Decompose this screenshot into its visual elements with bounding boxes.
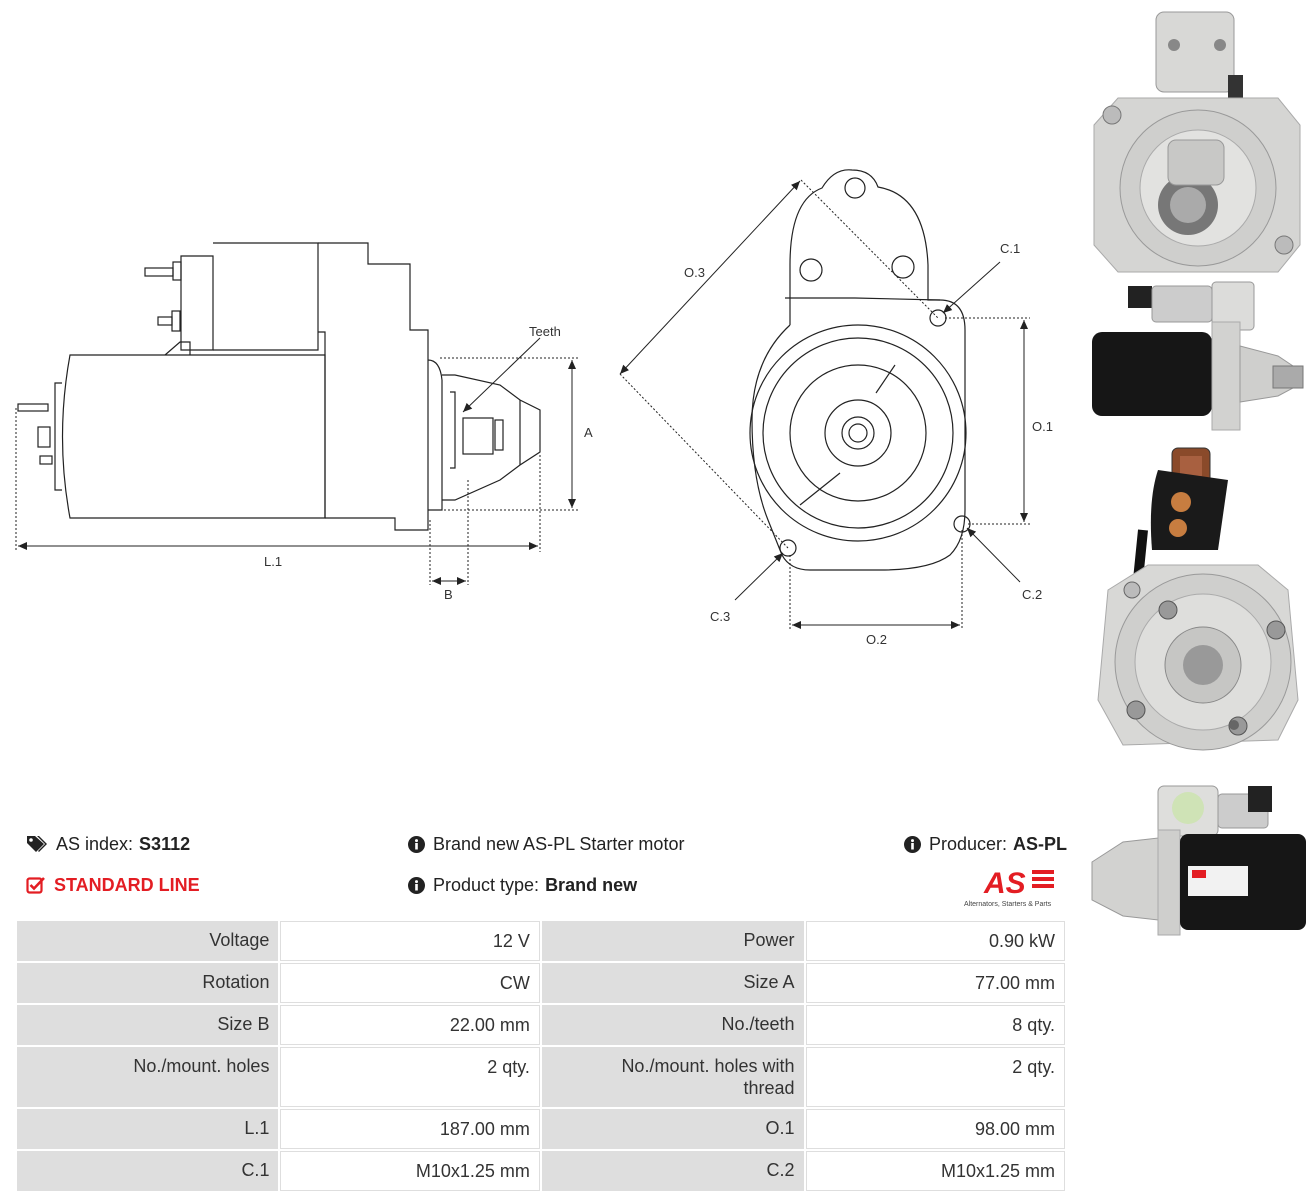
spec-value: 187.00 mm [280,1109,540,1149]
label-c3: C.3 [710,609,730,624]
spec-value: 12 V [280,921,540,961]
spec-key: Voltage [17,921,279,961]
product-photo-front-top [1093,11,1301,273]
as-index-label: AS index: [56,833,134,854]
spec-key: No./mount. holes [17,1047,279,1107]
side-dimensions [15,337,578,585]
product-type-label: Product type: [433,874,540,895]
spec-value: CW [280,963,540,1003]
logo-tagline: Alternators, Starters & Parts [964,901,1052,908]
spec-value: M10x1.25 mm [280,1151,540,1191]
product-photo-side [1092,281,1304,431]
side-view [17,242,541,531]
producer-label: Producer: [928,833,1007,854]
info-icon [408,835,425,853]
product-type-row: Product type: Brand new [408,873,637,897]
spec-key: No./mount. holes with thread [541,1047,804,1107]
as-index-value: S3112 [139,833,191,854]
spec-value: 2 qty. [805,1047,1065,1107]
label-c1: C.1 [1000,241,1020,256]
info-icon [408,876,425,894]
producer-row: Producer: AS-PL [903,832,1067,856]
producer-value: AS-PL [1013,833,1067,854]
label-o2: O.2 [866,632,887,647]
product-type-value: Brand new [545,874,638,895]
spec-key: Size A [541,963,804,1003]
label-o1: O.1 [1032,419,1053,434]
standard-line-label: STANDARD LINE [54,874,200,895]
standard-line-row: STANDARD LINE [26,873,200,897]
info-icon [903,835,921,853]
spec-key: C.1 [17,1151,279,1191]
spec-value: 2 qty. [280,1047,540,1107]
brand-text: Brand new AS-PL Starter motor [433,833,685,854]
spec-value: 77.00 mm [805,963,1065,1003]
spec-value: 22.00 mm [280,1005,540,1045]
spec-value: M10x1.25 mm [805,1151,1065,1191]
spec-key: O.1 [541,1109,804,1149]
spec-value: 8 qty. [805,1005,1065,1045]
spec-key: Power [541,921,804,961]
spec-key: Size B [17,1005,279,1045]
as-pl-logo: AS Alternators, Starters & Parts [964,865,1068,908]
spec-key: No./teeth [541,1005,804,1045]
spec-key: Rotation [17,963,279,1003]
check-square-icon [26,877,45,894]
label-b: B [444,587,453,602]
product-photo-side-label [1091,785,1306,936]
label-a: A [584,425,593,440]
spec-key: C.2 [541,1151,804,1191]
label-o3: O.3 [684,265,705,280]
label-c2: C.2 [1022,587,1042,602]
technical-drawing: Teeth A L.1 B O.3 C.1 O.1 C.2 [15,169,1053,647]
spec-value: 98.00 mm [805,1109,1065,1149]
tags-icon [27,836,47,852]
spec-value: 0.90 kW [805,921,1065,961]
spec-key: L.1 [17,1109,279,1149]
logo-mark: AS [983,867,1054,900]
logo-mark-text: AS [983,867,1026,897]
label-l1: L.1 [264,554,282,569]
front-view [749,169,971,571]
front-dimensions [619,179,1030,630]
product-photo-rear [1097,447,1299,751]
brand-row: Brand new AS-PL Starter motor [408,832,684,856]
as-index-row: AS index: S3112 [26,832,190,856]
label-teeth: Teeth [529,324,561,339]
